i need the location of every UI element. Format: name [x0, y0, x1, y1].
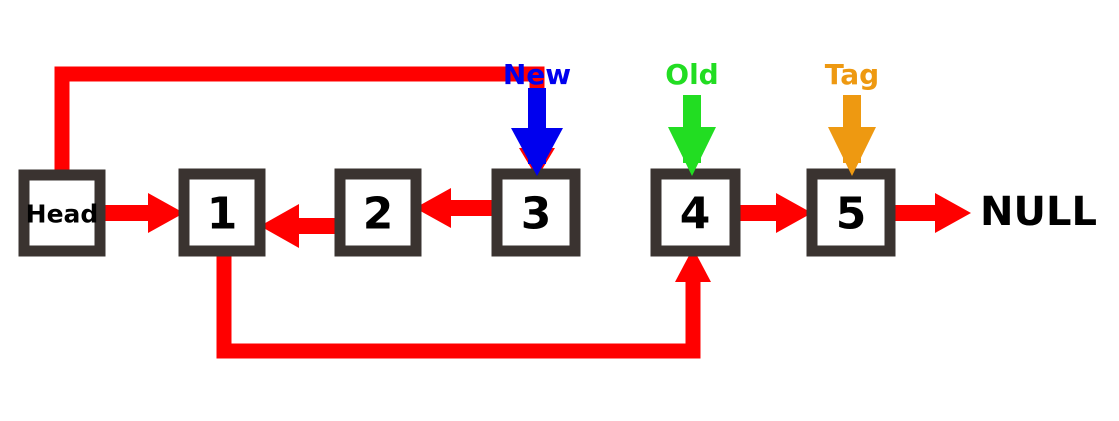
- link-n5-to-null: [890, 193, 971, 233]
- node-4[interactable]: 4: [650, 168, 741, 257]
- node-2[interactable]: 2: [334, 168, 422, 257]
- node-2-label: 2: [363, 189, 394, 240]
- link-n1-bottom-to-n4: [216, 246, 711, 359]
- node-1-label: 1: [207, 189, 238, 240]
- link-head-top-to-n3: [54, 66, 555, 180]
- link-head-top-to-n3-path: [54, 66, 545, 180]
- pointer-new: New: [503, 58, 571, 176]
- node-1[interactable]: 1: [178, 168, 266, 257]
- node-3-label: 3: [521, 189, 552, 240]
- node-head-box: [18, 169, 106, 257]
- node-5-label: 5: [836, 189, 867, 240]
- pointer-new-arrowhead: [511, 128, 563, 176]
- link-n3-to-n2-shaft: [437, 200, 499, 216]
- link-n4-to-n5-shaft: [735, 205, 777, 221]
- pointer-tag-label: Tag: [825, 58, 879, 91]
- link-n5-to-null-arrowhead: [935, 193, 971, 233]
- node-3-box: [491, 168, 581, 257]
- pointer-old-arrowhead: [668, 127, 716, 176]
- node-1-box: [178, 168, 266, 257]
- node-5[interactable]: 5: [806, 168, 896, 257]
- node-3[interactable]: 3: [491, 168, 581, 257]
- link-head-to-n1: [100, 193, 184, 233]
- link-n4-to-n5-arrowhead: [776, 193, 812, 233]
- node-5-box: [806, 168, 896, 257]
- node-4-label: 4: [680, 189, 711, 240]
- link-n2-to-n1-shaft: [297, 218, 341, 234]
- link-n1-bottom-to-n4-path: [216, 246, 701, 359]
- pointer-old: Old: [665, 58, 719, 176]
- pointer-old-label: Old: [665, 58, 718, 91]
- node-4-box: [650, 168, 741, 257]
- link-n3-to-n2-arrowhead: [415, 188, 451, 228]
- node-head-label: Head: [26, 200, 99, 229]
- node-head[interactable]: Head: [18, 169, 106, 257]
- link-n1-bottom-to-n4-arrowhead: [675, 248, 711, 282]
- null-terminator-label: NULL: [980, 189, 1097, 235]
- pointer-tag-arrowhead: [828, 127, 876, 176]
- link-n5-to-null-shaft: [890, 205, 938, 221]
- link-head-to-n1-arrowhead: [148, 193, 184, 233]
- link-n3-to-n2: [415, 188, 499, 228]
- link-n4-to-n5: [735, 193, 812, 233]
- link-n2-to-n1-arrowhead: [260, 204, 299, 248]
- pointer-tag: Tag: [825, 58, 879, 176]
- node-2-box: [334, 168, 422, 257]
- link-n2-to-n1: [260, 204, 341, 248]
- link-head-to-n1-shaft: [100, 205, 162, 221]
- pointer-new-label: New: [503, 58, 571, 91]
